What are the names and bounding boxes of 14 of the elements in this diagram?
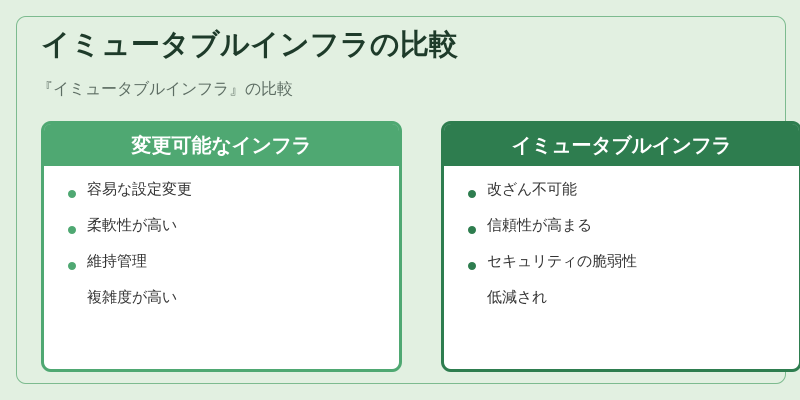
subtitle: 『イミュータブルインフラ』の比較: [37, 79, 293, 100]
card-header: 変更可能なインフラ: [44, 124, 399, 166]
list-item: セキュリティの脆弱性: [487, 252, 637, 271]
list-item: 信頼性が高まる: [487, 216, 592, 235]
list-item: 柔軟性が高い: [87, 216, 177, 235]
card-header: イミュータブルインフラ: [444, 124, 799, 166]
list-item: 低減され: [487, 288, 547, 307]
list-item: 容易な設定変更: [87, 180, 192, 199]
list-item: 維持管理: [87, 252, 147, 271]
comparison-card: [441, 121, 800, 372]
list-item: 複雑度が高い: [87, 288, 177, 307]
list-item: 改ざん不可能: [487, 180, 577, 199]
title: イミュータブルインフラの比較: [41, 26, 458, 63]
comparison-card: [41, 121, 402, 372]
